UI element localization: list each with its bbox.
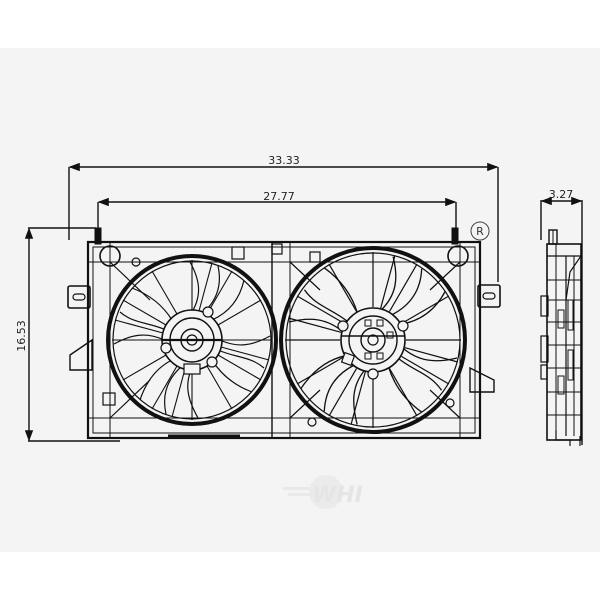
registered-mark: R bbox=[470, 221, 490, 241]
svg-text:R: R bbox=[476, 225, 484, 238]
height-label: 16.53 bbox=[15, 320, 28, 352]
whi-watermark: WHI bbox=[283, 475, 363, 509]
side-view bbox=[540, 229, 583, 446]
overall-width-label: 33.33 bbox=[268, 154, 300, 167]
shroud-frame bbox=[67, 227, 501, 440]
depth-label: 3.27 bbox=[549, 188, 574, 201]
right-fan bbox=[267, 234, 479, 446]
dimension-height bbox=[24, 227, 120, 442]
dimension-inner-width bbox=[97, 197, 457, 232]
svg-text:WHI: WHI bbox=[312, 483, 363, 508]
dimension-depth bbox=[540, 196, 583, 445]
left-fan bbox=[106, 254, 278, 426]
inner-width-label: 27.77 bbox=[263, 190, 295, 203]
